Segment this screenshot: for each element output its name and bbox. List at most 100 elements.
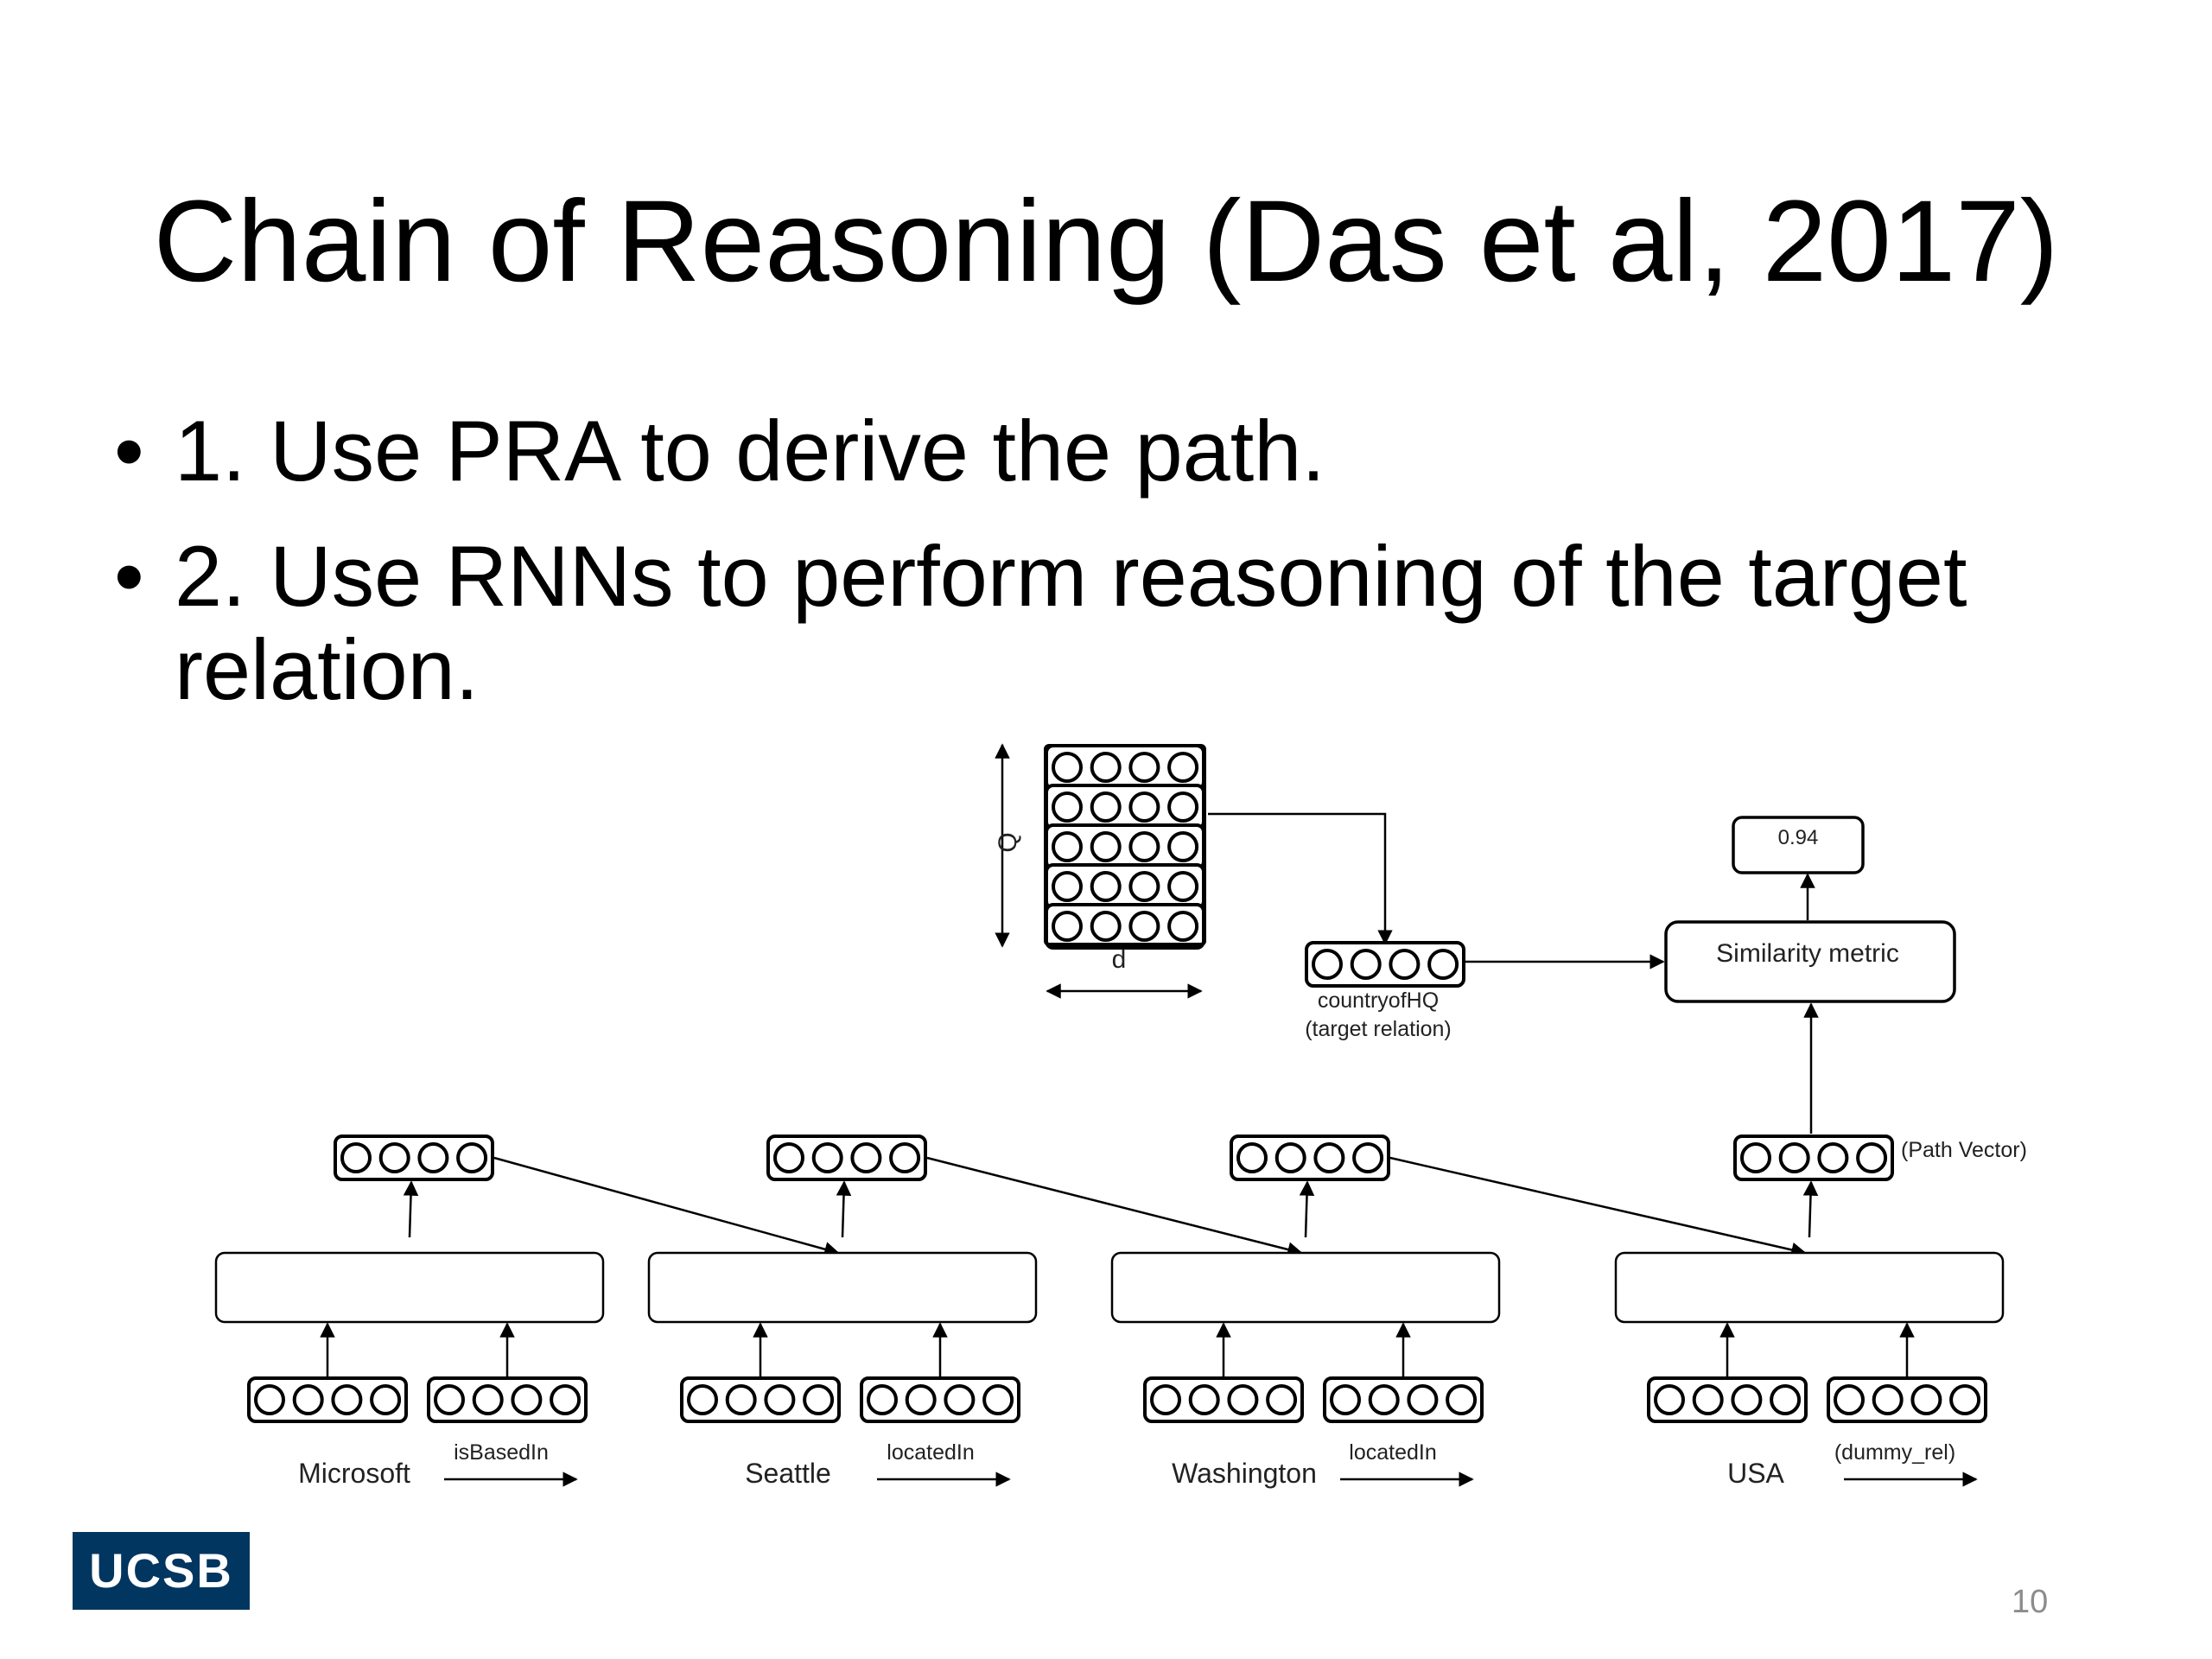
- vector-cell: [550, 1384, 582, 1415]
- vector-cell: [1167, 911, 1199, 942]
- entity-vector: [247, 1376, 408, 1423]
- page-number: 10: [2012, 1584, 2049, 1620]
- vector-cell: [1778, 1142, 1810, 1173]
- bullet-list: • 1. Use PRA to derive the path. • 2. Us…: [114, 404, 2101, 748]
- vector-cell: [434, 1384, 465, 1415]
- vector-box: [1143, 1376, 1304, 1423]
- hidden-state-vector: [1230, 1135, 1390, 1181]
- rnn-cell: [214, 1251, 605, 1324]
- vector-cell: [1389, 949, 1421, 980]
- relation-label-isbasedin: isBasedIn: [454, 1440, 549, 1465]
- vector-cell: [1150, 1384, 1181, 1415]
- vector-cell: [773, 1142, 804, 1173]
- vector-cell: [1090, 752, 1122, 783]
- relation-matrix-row: [1045, 823, 1205, 870]
- vector-cell: [803, 1384, 835, 1415]
- vector-box: [334, 1135, 494, 1181]
- relation-matrix-row: [1045, 744, 1205, 791]
- vector-cell: [687, 1384, 718, 1415]
- matrix-to-target-arrow: [1208, 812, 1393, 945]
- vector-cell: [1227, 1384, 1259, 1415]
- vector-cell: [1090, 791, 1122, 823]
- vector-cell: [1872, 1384, 1904, 1415]
- hidden-state-vector: [334, 1135, 494, 1181]
- relation-vector: [1827, 1376, 1987, 1423]
- bullet-symbol: •: [114, 403, 144, 499]
- vector-cell: [1817, 1142, 1849, 1173]
- entity-label-usa: USA: [1727, 1458, 1784, 1489]
- target-relation-name: countryofHQ: [1318, 988, 1439, 1013]
- cell-to-hidden-arrow: [403, 1180, 419, 1238]
- vector-cell: [1352, 1142, 1384, 1173]
- vector-cell: [1167, 871, 1199, 902]
- vector-cell: [1910, 1384, 1942, 1415]
- rnn-cell: [1110, 1251, 1501, 1324]
- slide-title: Chain of Reasoning (Das et al, 2017): [153, 177, 2059, 306]
- vector-cell: [456, 1142, 488, 1173]
- vector-cell: [1167, 831, 1199, 862]
- vector-cell: [725, 1384, 757, 1415]
- vector-cell: [1949, 1384, 1981, 1415]
- vector-box: [1305, 941, 1465, 988]
- target-relation-vector: [1305, 941, 1465, 988]
- vector-cell: [1052, 831, 1083, 862]
- vector-cell: [1692, 1384, 1724, 1415]
- vector-cell: [370, 1384, 402, 1415]
- bullet-item: • 2. Use RNNs to perform reasoning of th…: [114, 530, 2101, 716]
- vector-box: [247, 1376, 408, 1423]
- vector-cell: [1427, 949, 1459, 980]
- bullet-symbol: •: [114, 528, 144, 624]
- entity-label-microsoft: Microsoft: [298, 1458, 410, 1489]
- similarity-metric-box: [1664, 920, 1956, 1003]
- vector-cell: [1052, 791, 1083, 823]
- vector-cell: [1368, 1384, 1400, 1415]
- vector-box: [427, 1376, 588, 1423]
- relation-vector: [427, 1376, 588, 1423]
- vector-box: [1323, 1376, 1484, 1423]
- vector-cell: [1770, 1384, 1802, 1415]
- relation-vector: [860, 1376, 1020, 1423]
- similarity-score-box: [1732, 816, 1865, 874]
- vector-cell: [1128, 871, 1160, 902]
- similarity-metric-label: Similarity metric: [1716, 939, 1899, 968]
- vector-cell: [1167, 791, 1199, 823]
- vector-box: [766, 1135, 927, 1181]
- relation-vector: [1323, 1376, 1484, 1423]
- relation-label-dummy-rel: (dummy_rel): [1834, 1440, 1955, 1465]
- relation-label-locatedin: locatedIn: [887, 1440, 974, 1465]
- vector-cell: [1052, 911, 1083, 942]
- vector-cell: [1236, 1142, 1268, 1173]
- relation-matrix-row: [1045, 784, 1205, 830]
- cell-to-hidden-arrow: [1802, 1180, 1819, 1238]
- path-vector-label: (Path Vector): [1901, 1138, 2027, 1162]
- vector-cell: [944, 1384, 976, 1415]
- vector-cell: [1856, 1142, 1888, 1173]
- vector-cell: [1052, 752, 1083, 783]
- vector-cell: [1313, 1142, 1345, 1173]
- vector-box: [1733, 1135, 1894, 1181]
- bullet-text: 1. Use PRA to derive the path.: [175, 403, 1325, 499]
- vector-cell: [417, 1142, 449, 1173]
- vector-cell: [1090, 911, 1122, 942]
- relation-matrix-row: [1045, 863, 1205, 910]
- vector-cell: [1128, 831, 1160, 862]
- vector-cell: [1090, 831, 1122, 862]
- entity-label-washington: Washington: [1172, 1458, 1317, 1489]
- vector-cell: [1128, 911, 1160, 942]
- vector-cell: [1654, 1384, 1685, 1415]
- vector-box: [860, 1376, 1020, 1423]
- vector-cell: [1740, 1142, 1771, 1173]
- matrix-width-label: d: [1112, 945, 1127, 974]
- vector-cell: [472, 1384, 504, 1415]
- entity-vector: [1143, 1376, 1304, 1423]
- vector-cell: [1407, 1384, 1439, 1415]
- vector-cell: [292, 1384, 324, 1415]
- vector-cell: [254, 1384, 285, 1415]
- vector-cell: [1330, 1384, 1361, 1415]
- recurrent-connection-arrow: [926, 1156, 1303, 1257]
- entity-label-seattle: Seattle: [745, 1458, 831, 1489]
- rnn-cell: [1614, 1251, 2005, 1324]
- bullet-text: 2. Use RNNs to perform reasoning of the …: [175, 528, 1967, 717]
- bullet-item: • 1. Use PRA to derive the path.: [114, 404, 2101, 498]
- vector-box: [1647, 1376, 1808, 1423]
